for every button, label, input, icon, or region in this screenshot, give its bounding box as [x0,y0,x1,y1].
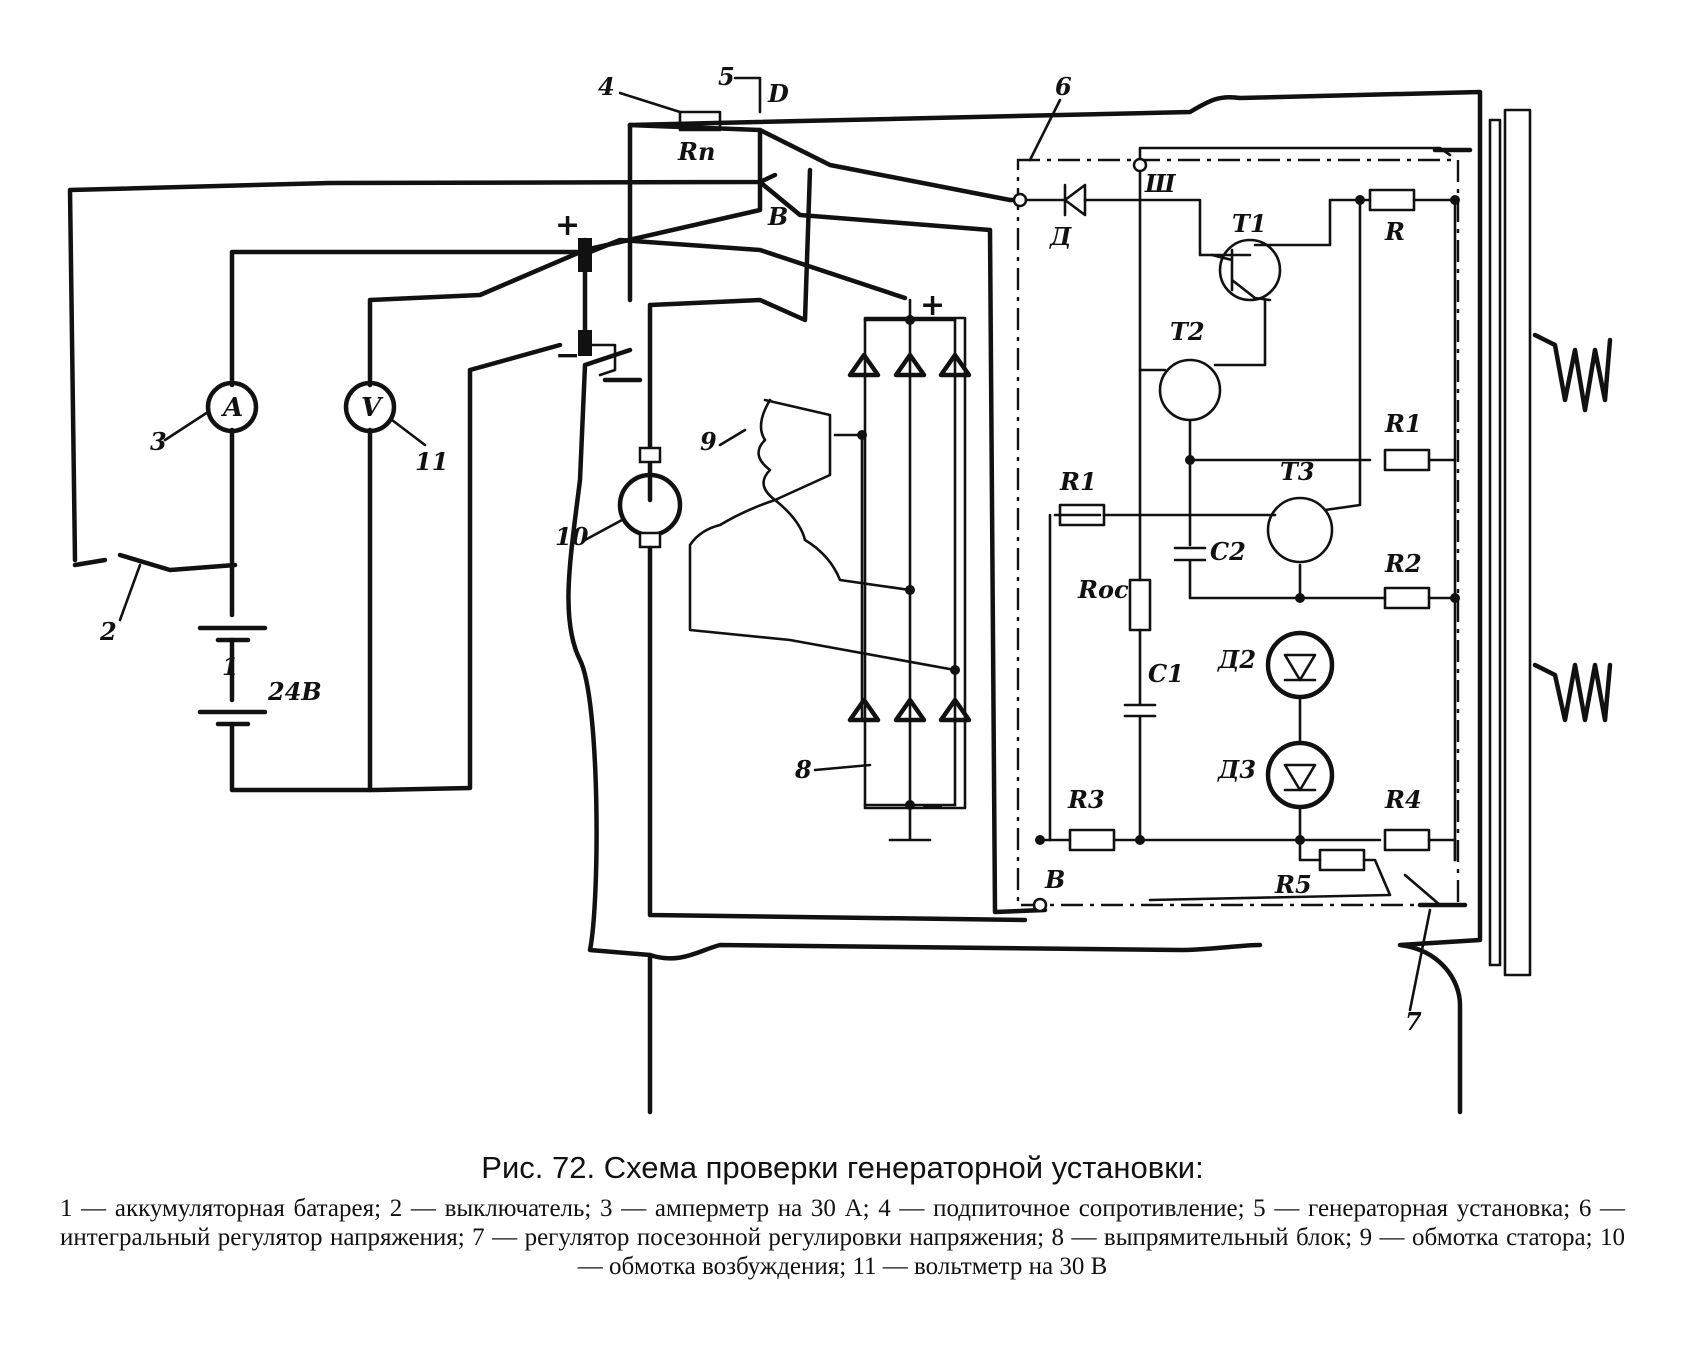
leader-lines [118,76,1432,1012]
label-7: 7 [1405,1007,1422,1036]
label-minus-battery: − [555,338,580,373]
transistor-t1 [1218,238,1282,302]
label-t2: T2 [1170,317,1205,346]
label-r2: R2 [1384,549,1422,578]
label-terminal-b2: В [1044,865,1065,894]
label-c2: C2 [1210,537,1246,566]
label-r1-right: R1 [1384,409,1422,438]
label-d3: Д3 [1217,755,1256,784]
label-plus-rectifier: + [920,288,945,323]
resistor-r5 [1318,848,1366,872]
pulley-fins-bottom [1532,662,1613,723]
label-2: 2 [99,617,117,646]
diagram-labels: 4 5 6 7 8 9 10 11 3 2 1 24В A V Rп D В Ш… [99,62,1422,1036]
transistor-t2 [1158,358,1222,422]
label-rp: Rп [677,137,715,166]
transistor-t3 [1266,496,1334,564]
stator-winding-phase-a [763,398,832,502]
pulley-fins-top [1532,332,1613,413]
label-r4: R4 [1384,785,1422,814]
seasonal-switch-contact [1403,873,1442,907]
label-r3: R3 [1067,785,1105,814]
voltmeter [343,380,397,434]
resistor-r2 [1383,586,1431,610]
label-3: 3 [150,427,167,456]
label-diode-d: Д [1049,222,1072,251]
label-11: 11 [415,447,448,476]
resistor-roc [1128,578,1152,632]
label-1: 1 [222,652,239,681]
label-c1: C1 [1148,659,1184,688]
label-terminal-d: D [767,79,789,108]
resistor-r [1368,188,1416,212]
label-t3: T3 [1280,457,1315,486]
regulator-internals [1007,146,1473,913]
resistor-r4 [1383,828,1431,852]
switch-lever [117,552,238,573]
figure-legend: 1 — аккумуляторная батарея; 2 — выключат… [60,1195,1625,1280]
rectifier-block [863,316,967,810]
stator-coil-c [688,498,957,672]
regulator-boundary [1016,158,1460,907]
label-9: 9 [700,427,717,456]
label-r5: R5 [1274,870,1312,899]
generator-housing [566,89,1613,1115]
label-r1-left: R1 [1059,467,1097,496]
figure-caption: Рис. 72. Схема проверки генераторной уст… [481,1150,1204,1185]
label-10: 10 [555,522,589,551]
resistor-r1-right [1383,448,1431,472]
label-plus-battery: + [555,208,580,243]
resistor-r3 [1068,828,1116,852]
label-t1: T1 [1232,209,1267,238]
label-d2: Д2 [1217,645,1256,674]
stator-coil-b [773,498,912,592]
label-8: 8 [794,755,812,784]
housing-end-plate [1488,118,1502,967]
label-roc: Rос [1077,575,1129,604]
label-battery-voltage: 24В [267,677,322,706]
stator-coil-a [757,398,777,502]
label-r: R [1384,217,1405,246]
figure-caption-block: Рис. 72. Схема проверки генераторной уст… [60,1148,1625,1281]
label-5: 5 [718,62,735,91]
label-ammeter: A [220,393,243,423]
label-minus-rectifier: − [920,788,945,823]
housing-end-cover [1503,108,1532,977]
zener-d3 [1265,740,1335,810]
label-voltmeter: V [361,393,384,423]
feed-resistor-rp [678,110,722,132]
label-terminal-sh: Ш [1144,169,1177,198]
zener-d2 [1265,630,1335,700]
label-4: 4 [598,72,615,101]
label-6: 6 [1055,72,1072,101]
external-circuit [67,110,1048,915]
generator-internals [617,167,1028,923]
label-terminal-b: В [767,202,788,231]
circuit-diagram: 4 5 6 7 8 9 10 11 3 2 1 24В A V Rп D В Ш… [67,62,1613,1115]
ammeter [205,380,259,434]
